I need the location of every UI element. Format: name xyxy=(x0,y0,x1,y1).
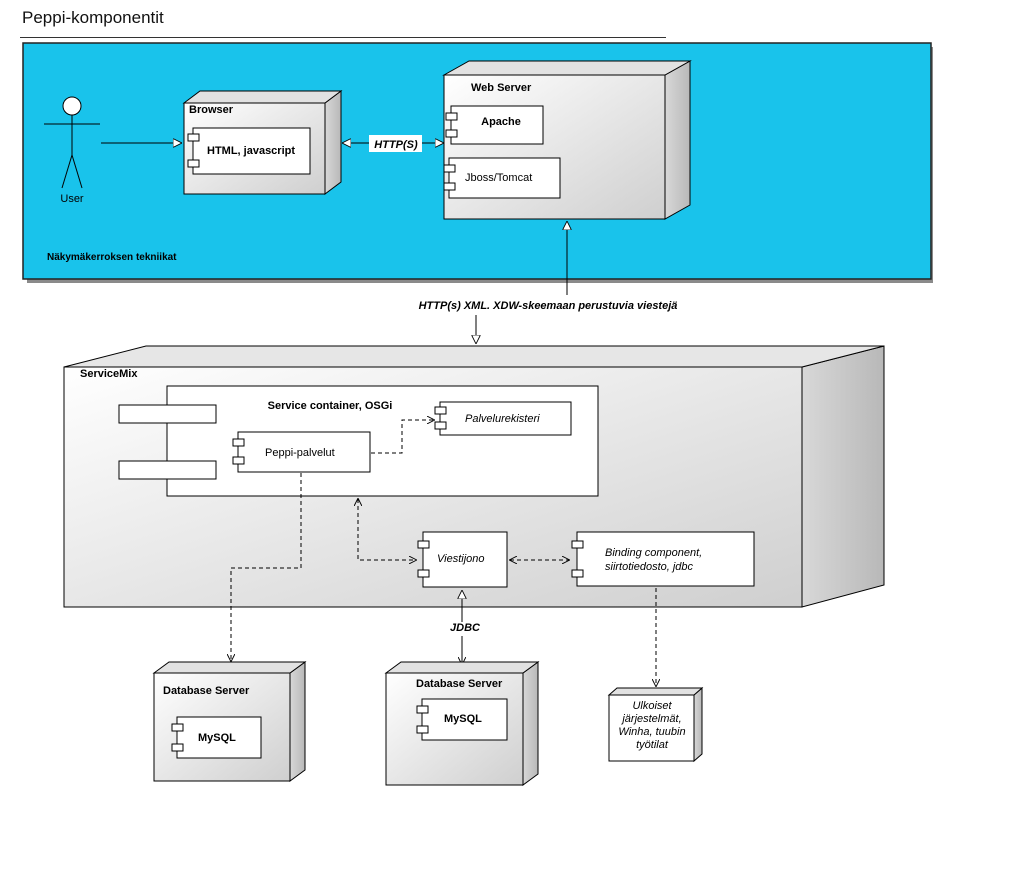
jdbc-edge-label: JDBC xyxy=(450,622,481,634)
binding-label-line1: Binding component, xyxy=(605,547,702,559)
component-icon xyxy=(443,164,456,173)
component-icon xyxy=(416,725,429,734)
user-actor: User xyxy=(44,96,100,205)
component-icon xyxy=(445,129,458,138)
external-systems-node: Ulkoiset järjestelmät, Winha, tuubin työ… xyxy=(607,686,704,763)
component-icon xyxy=(445,112,458,121)
component-icon xyxy=(571,540,584,549)
external-line-2: järjestelmät, xyxy=(620,713,681,725)
component-icon xyxy=(417,540,430,549)
component-icon xyxy=(417,569,430,578)
peppi-to-registry-edge xyxy=(371,420,434,454)
external-line-4: työtilat xyxy=(636,739,669,751)
container-port-bottom xyxy=(118,460,217,480)
db2-component-label: MySQL xyxy=(444,713,482,725)
component-icon xyxy=(416,705,429,714)
db2-title: Database Server xyxy=(416,678,503,690)
peppi-palvelut-label: Peppi-palvelut xyxy=(265,447,335,459)
xml-edge-label: HTTP(s) XML. XDW-skeemaan perustuvia vie… xyxy=(419,300,678,312)
browser-title: Browser xyxy=(189,104,234,116)
component-icon xyxy=(232,456,245,465)
component-icon xyxy=(187,133,200,142)
web-server-title: Web Server xyxy=(471,82,532,94)
zone-label: Näkymäkerroksen tekniikat xyxy=(47,252,177,263)
apache-label: Apache xyxy=(481,116,521,128)
servicemix-node: ServiceMix Service container, OSGi Peppi… xyxy=(63,345,885,608)
external-line-1: Ulkoiset xyxy=(632,700,672,712)
component-icon xyxy=(171,723,184,732)
title-divider xyxy=(20,37,666,38)
page-title: Peppi-komponentit xyxy=(22,8,164,27)
jboss-label: Jboss/Tomcat xyxy=(465,172,532,184)
binding-label-line2: siirtotiedosto, jdbc xyxy=(605,561,694,573)
db1-title: Database Server xyxy=(163,685,250,697)
component-icon xyxy=(443,182,456,191)
component-icon xyxy=(434,421,447,430)
user-label: User xyxy=(60,193,84,205)
web-server-node: Web Server Apache Jboss/Tomcat xyxy=(442,60,692,220)
palvelurekisteri-label: Palvelurekisteri xyxy=(465,413,540,425)
database-server-node-2: Database Server MySQL xyxy=(384,661,540,786)
service-container-label: Service container, OSGi xyxy=(268,400,393,412)
db1-component-label: MySQL xyxy=(198,732,236,744)
component-icon xyxy=(434,406,447,415)
browser-node: Browser HTML, javascript xyxy=(182,90,343,195)
external-line-3: Winha, tuubin xyxy=(618,726,685,738)
component-icon xyxy=(232,438,245,447)
database-server-node-1: Database Server MySQL xyxy=(152,661,307,782)
http-edge-label: HTTP(S) xyxy=(374,139,418,151)
component-icon xyxy=(571,569,584,578)
browser-component-label: HTML, javascript xyxy=(207,145,295,157)
component-icon xyxy=(187,159,200,168)
container-port-top xyxy=(118,404,217,424)
peppi-to-db1-edge xyxy=(231,473,302,661)
viestijono-label: Viestijono xyxy=(437,553,485,565)
container-queue-edge xyxy=(358,499,416,560)
servicemix-title: ServiceMix xyxy=(80,368,138,380)
component-icon xyxy=(171,743,184,752)
